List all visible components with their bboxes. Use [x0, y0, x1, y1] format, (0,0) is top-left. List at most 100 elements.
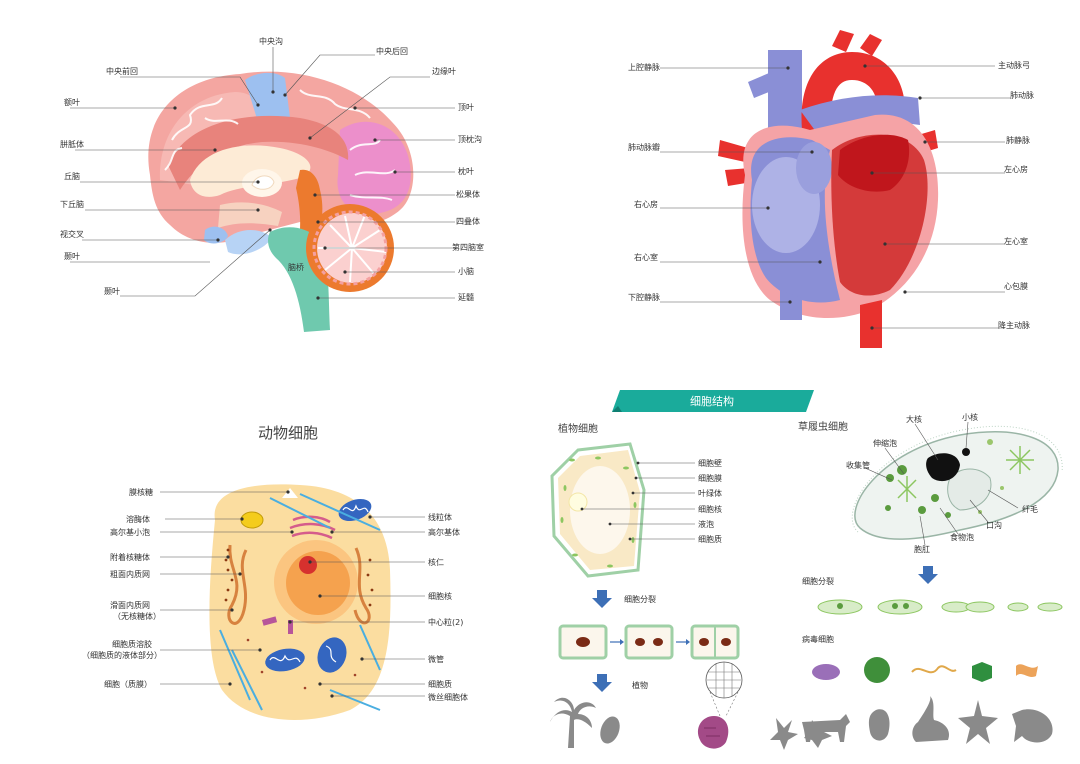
label-precentral-gyrus: 中央前回 — [106, 66, 138, 76]
label-hypothalamus: 下丘脑 — [60, 199, 84, 209]
starfish-icon — [958, 700, 998, 744]
label-microtubule: 微管 — [428, 654, 444, 664]
brain-leader-lines — [70, 47, 455, 300]
label-left-atrium: 左心房 — [1004, 164, 1028, 174]
label-cytoskeleton-note: （细胞质的液体部分） — [82, 650, 162, 660]
microbe-row — [812, 657, 1038, 683]
label-postcentral-gyrus: 中央后回 — [376, 46, 408, 56]
label-mitochondria: 线粒体 — [428, 512, 452, 522]
label-food-vacuole: 食物泡 — [950, 532, 974, 542]
banner-title: 细胞结构 — [690, 394, 734, 408]
heart-illustration — [718, 30, 939, 348]
fish-icon — [1012, 709, 1053, 743]
plant-division-label: 细胞分裂 — [624, 594, 656, 604]
label-oral-groove: 口沟 — [986, 520, 1002, 530]
label-plant-cytoplasm: 细胞质 — [698, 534, 722, 544]
label-microfilament: 微丝细胞体 — [428, 692, 468, 702]
label-fourth-ventricle: 第四脑室 — [452, 242, 484, 252]
label-descending-aorta: 降主动脉 — [998, 320, 1030, 330]
brain-diagram: 中央沟 中央后回 中央前回 边缘叶 额叶 顶叶 顶枕沟 胼胝体 枕叶 丘脑 松果… — [0, 0, 540, 370]
label-right-ventricle: 右心室 — [634, 252, 658, 262]
hexagon-virus-icon — [972, 662, 992, 682]
animal-cell-leader-lines — [160, 490, 425, 698]
label-parieto-occipital-sulcus: 顶枕沟 — [458, 134, 482, 144]
heart-leader-lines — [660, 64, 1010, 330]
label-temporal-lobe-bottom: 颞叶 — [104, 287, 120, 296]
label-macronucleus: 大核 — [906, 414, 922, 424]
animal-cell-diagram: 动物细胞 — [0, 370, 540, 764]
purple-cell-icon — [697, 716, 729, 749]
label-cilia: 纤毛 — [1022, 504, 1038, 514]
green-virus-icon — [864, 657, 890, 683]
maple-leaf-icon — [770, 718, 798, 750]
label-temporal-lobe-left: 颞叶 — [64, 252, 80, 261]
label-smooth-er: 滑面内质网 — [110, 600, 150, 610]
paramecium-illustration — [851, 425, 1063, 540]
heart-diagram: 上腔静脉 主动脉弓 肺动脉 肺动脉瓣 肺静脉 左心房 右心房 左心室 右心室 心… — [540, 0, 1080, 370]
plant-division-sequence — [558, 624, 740, 660]
paramecium-leader-lines — [864, 421, 1019, 546]
label-medulla: 延髓 — [458, 292, 474, 302]
rabbit-icon — [912, 696, 950, 742]
label-attached-ribosome: 附着核糖体 — [110, 552, 150, 562]
leaf-icon — [600, 716, 620, 744]
protozoa-division-sequence — [817, 599, 1063, 615]
bacteria-chain-icon — [911, 665, 957, 674]
label-centrioles: 中心粒(2) — [428, 617, 463, 627]
label-superior-vena-cava: 上腔静脉 — [628, 62, 660, 72]
label-central-sulcus: 中央沟 — [259, 36, 283, 46]
label-inferior-vena-cava: 下腔静脉 — [628, 292, 660, 302]
label-nucleus: 细胞核 — [428, 591, 452, 601]
plant-cell-leader-lines — [580, 461, 695, 541]
orange-bacterium-icon — [1016, 664, 1038, 677]
heart-labels: 上腔静脉 主动脉弓 肺动脉 肺动脉瓣 肺静脉 左心房 右心房 左心室 右心室 心… — [628, 60, 1034, 330]
plant-silhouettes — [550, 661, 832, 750]
cell-structure-diagram: 细胞结构 植物细胞 草履虫细胞 细胞壁 细胞膜 叶绿体 细胞核 液泡 细胞质 细… — [540, 370, 1080, 764]
animal-silhouettes — [802, 696, 1053, 744]
label-corpus-callosum: 胼胝体 — [60, 139, 84, 149]
label-rough-er: 粗面内质网 — [110, 569, 150, 579]
brain-labels: 中央沟 中央后回 中央前回 边缘叶 额叶 顶叶 顶枕沟 胼胝体 枕叶 丘脑 松果… — [60, 36, 484, 302]
plant-group-arrow — [592, 674, 612, 692]
protozoa-division-label: 细胞分裂 — [802, 576, 834, 586]
label-golgi-vesicle: 高尔基小泡 — [110, 527, 150, 537]
label-pulmonary-valve: 肺动脉瓣 — [628, 142, 660, 152]
label-plant-cell-membrane: 细胞膜 — [698, 473, 722, 483]
label-cell-membrane: 细胞（质膜） — [104, 679, 152, 689]
label-contractile-vacuole: 伸缩泡 — [873, 438, 897, 448]
label-golgi-body: 高尔基体 — [428, 527, 460, 537]
protozoa-cell-title: 草履虫细胞 — [798, 420, 848, 433]
label-plant-cell-wall: 细胞壁 — [698, 458, 722, 468]
brain-illustration — [148, 71, 414, 332]
label-left-ventricle: 左心室 — [1004, 236, 1028, 246]
label-parietal-lobe: 顶叶 — [458, 103, 474, 112]
purple-microbe-icon — [812, 664, 840, 680]
label-cytoplasm: 细胞质 — [428, 679, 452, 689]
owl-icon — [868, 709, 890, 741]
plant-group-label: 植物 — [632, 680, 648, 690]
label-cerebellum: 小脑 — [458, 266, 474, 276]
plant-cell-title: 植物细胞 — [558, 422, 598, 435]
label-plant-nucleus: 细胞核 — [698, 504, 722, 514]
label-pericardium: 心包膜 — [1004, 281, 1028, 291]
label-smooth-er-note: （无核糖体） — [113, 611, 161, 621]
virus-label: 病毒细胞 — [802, 634, 834, 644]
label-nucleolus: 核仁 — [428, 557, 444, 567]
label-aortic-arch: 主动脉弓 — [998, 60, 1030, 70]
label-pineal-body: 松果体 — [456, 189, 480, 199]
label-pulmonary-vein: 肺静脉 — [1006, 135, 1030, 145]
label-thalamus: 丘脑 — [64, 171, 80, 181]
animal-cell-labels: 膜核糖 溶酶体 高尔基小泡 附着核糖体 粗面内质网 滑面内质网 （无核糖体） 细… — [82, 487, 468, 702]
plant-cell-illustration — [550, 442, 646, 578]
animal-cell-title: 动物细胞 — [258, 424, 318, 442]
palm-tree-icon — [550, 697, 596, 748]
paramecium-labels: 大核 小核 伸缩泡 收集管 纤毛 口沟 食物泡 胞肛 — [846, 412, 1038, 554]
label-occipital-lobe: 枕叶 — [458, 166, 474, 176]
label-right-atrium: 右心房 — [634, 199, 658, 209]
label-limbic-lobe: 边缘叶 — [432, 66, 456, 76]
label-cytoplasm-ribosome: 膜核糖 — [129, 487, 153, 497]
plant-division-arrow — [592, 590, 612, 608]
plant-cell-labels: 细胞壁 细胞膜 叶绿体 细胞核 液泡 细胞质 — [698, 458, 722, 544]
cow-icon — [802, 714, 850, 742]
protozoa-division-arrow — [918, 566, 938, 584]
